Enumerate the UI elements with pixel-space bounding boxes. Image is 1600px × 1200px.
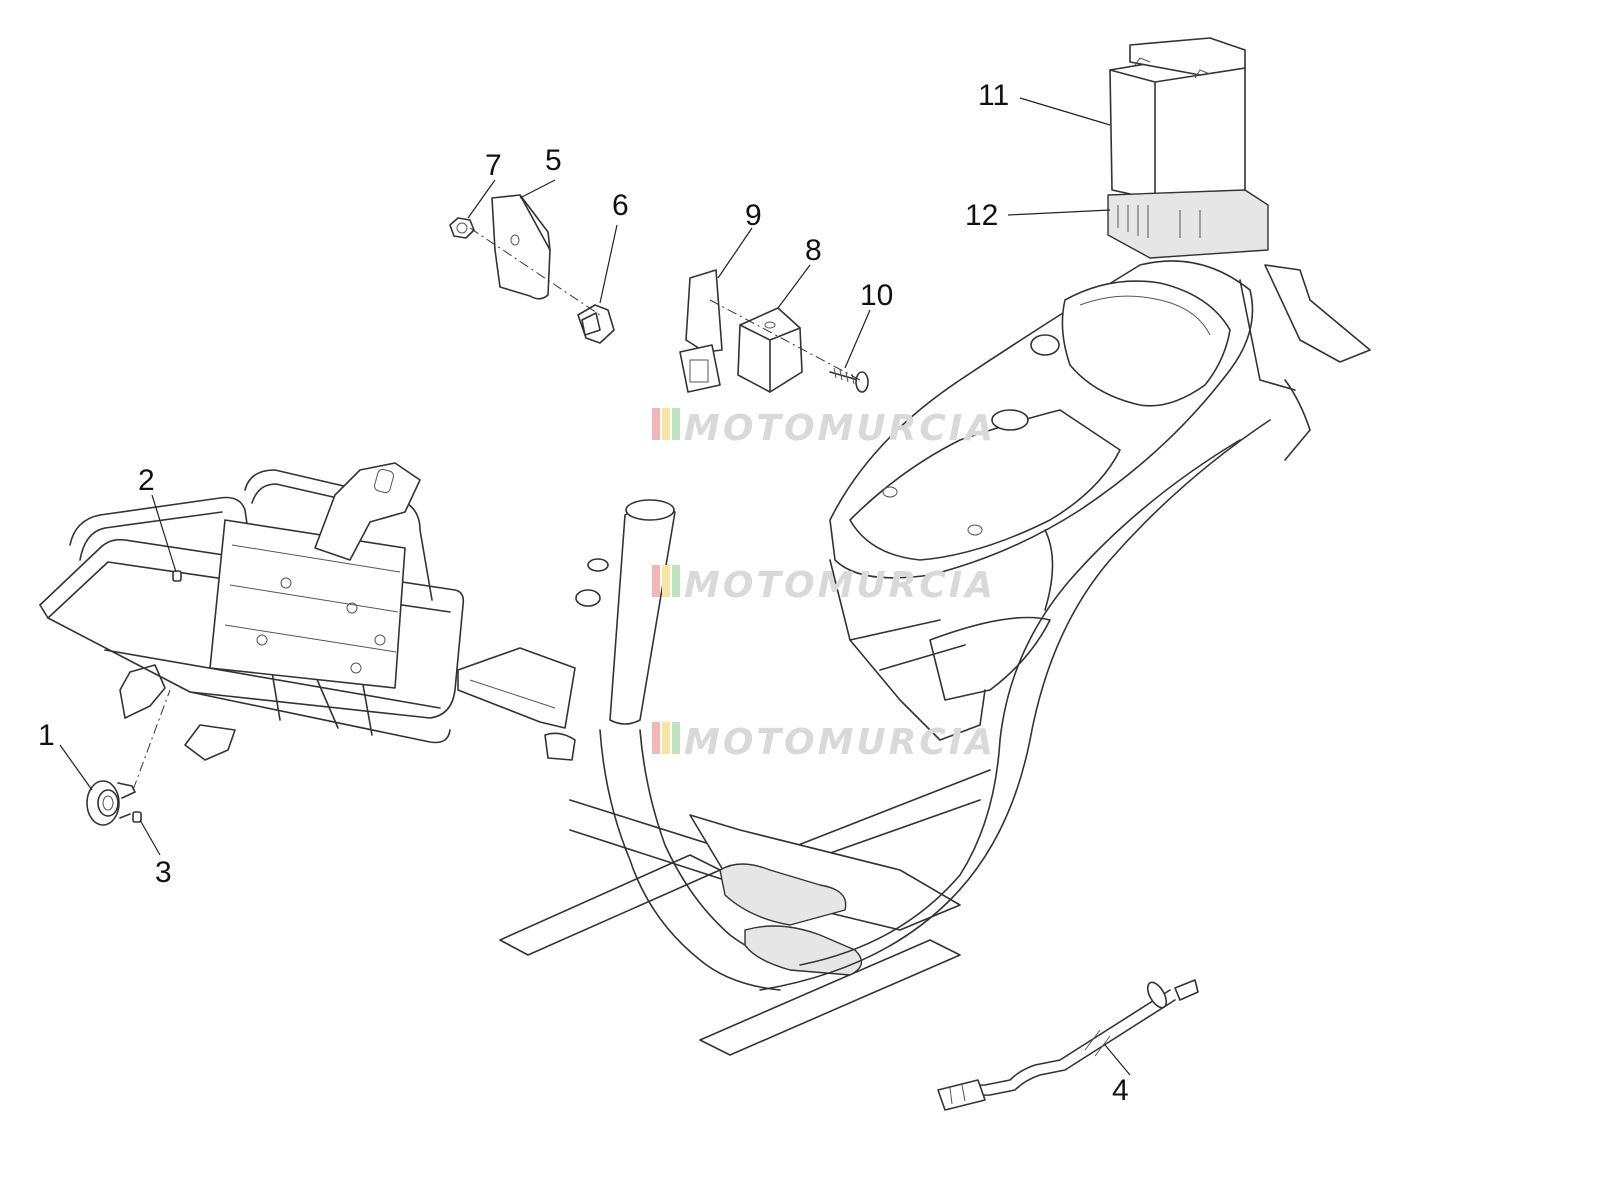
- relay-plate: [679, 269, 723, 393]
- nut: [449, 217, 475, 239]
- callout-12: 12: [965, 199, 998, 232]
- callout-5: 5: [545, 144, 562, 177]
- leader-8: [777, 264, 811, 309]
- main-frame: [457, 260, 1371, 1056]
- horn-screw: [132, 811, 142, 823]
- battery-tray: [1107, 189, 1269, 259]
- watermark-stripe: [672, 408, 680, 440]
- watermark-2: MOTOMURCIA: [652, 565, 996, 606]
- leader-6: [599, 224, 618, 304]
- callouts: 1 2 3 4 5 6 7 8 9 10 11 12: [38, 79, 1129, 1107]
- leader-11: [1019, 97, 1111, 126]
- leader-2: [151, 494, 177, 573]
- leader-12: [1007, 209, 1111, 216]
- callout-10: 10: [860, 279, 893, 312]
- callout-11: 11: [978, 79, 1009, 112]
- callout-8: 8: [805, 234, 822, 267]
- leader-7: [467, 179, 496, 219]
- leader-3: [139, 819, 161, 856]
- leader-1: [59, 744, 93, 791]
- callout-9: 9: [745, 199, 762, 232]
- bolt: [577, 304, 615, 344]
- watermark-stripe: [662, 565, 670, 597]
- callout-2: 2: [138, 464, 155, 497]
- bracket: [491, 194, 551, 300]
- watermark-stripe: [662, 722, 670, 754]
- leader-10: [844, 309, 871, 369]
- callout-6: 6: [612, 189, 629, 222]
- watermark-3: MOTOMURCIA: [652, 722, 996, 763]
- watermark-text: MOTOMURCIA: [684, 722, 996, 763]
- battery: [1109, 37, 1246, 211]
- watermark-text: MOTOMURCIA: [684, 565, 996, 606]
- callout-1: 1: [38, 719, 55, 752]
- watermark-stripe: [672, 565, 680, 597]
- front-rack: [39, 462, 465, 761]
- rack-screw: [172, 570, 182, 582]
- relay-screw: [829, 367, 869, 393]
- watermark-stripe: [672, 722, 680, 754]
- wiring-harness: [937, 979, 1199, 1111]
- callout-4: 4: [1112, 1074, 1129, 1107]
- watermark-text: MOTOMURCIA: [684, 408, 996, 449]
- leader-4: [1104, 1044, 1131, 1076]
- horn: [86, 780, 136, 826]
- callout-7: 7: [485, 149, 502, 182]
- leader-5: [519, 179, 556, 199]
- watermark-stripe: [652, 408, 660, 440]
- callout-3: 3: [155, 856, 172, 889]
- watermark-stripe: [662, 408, 670, 440]
- leader-lines: [59, 97, 1131, 1076]
- relay: [737, 307, 803, 393]
- watermark-stripe: [652, 722, 660, 754]
- watermark-stripe: [652, 565, 660, 597]
- leader-9: [717, 227, 753, 279]
- watermark-1: MOTOMURCIA: [652, 408, 996, 449]
